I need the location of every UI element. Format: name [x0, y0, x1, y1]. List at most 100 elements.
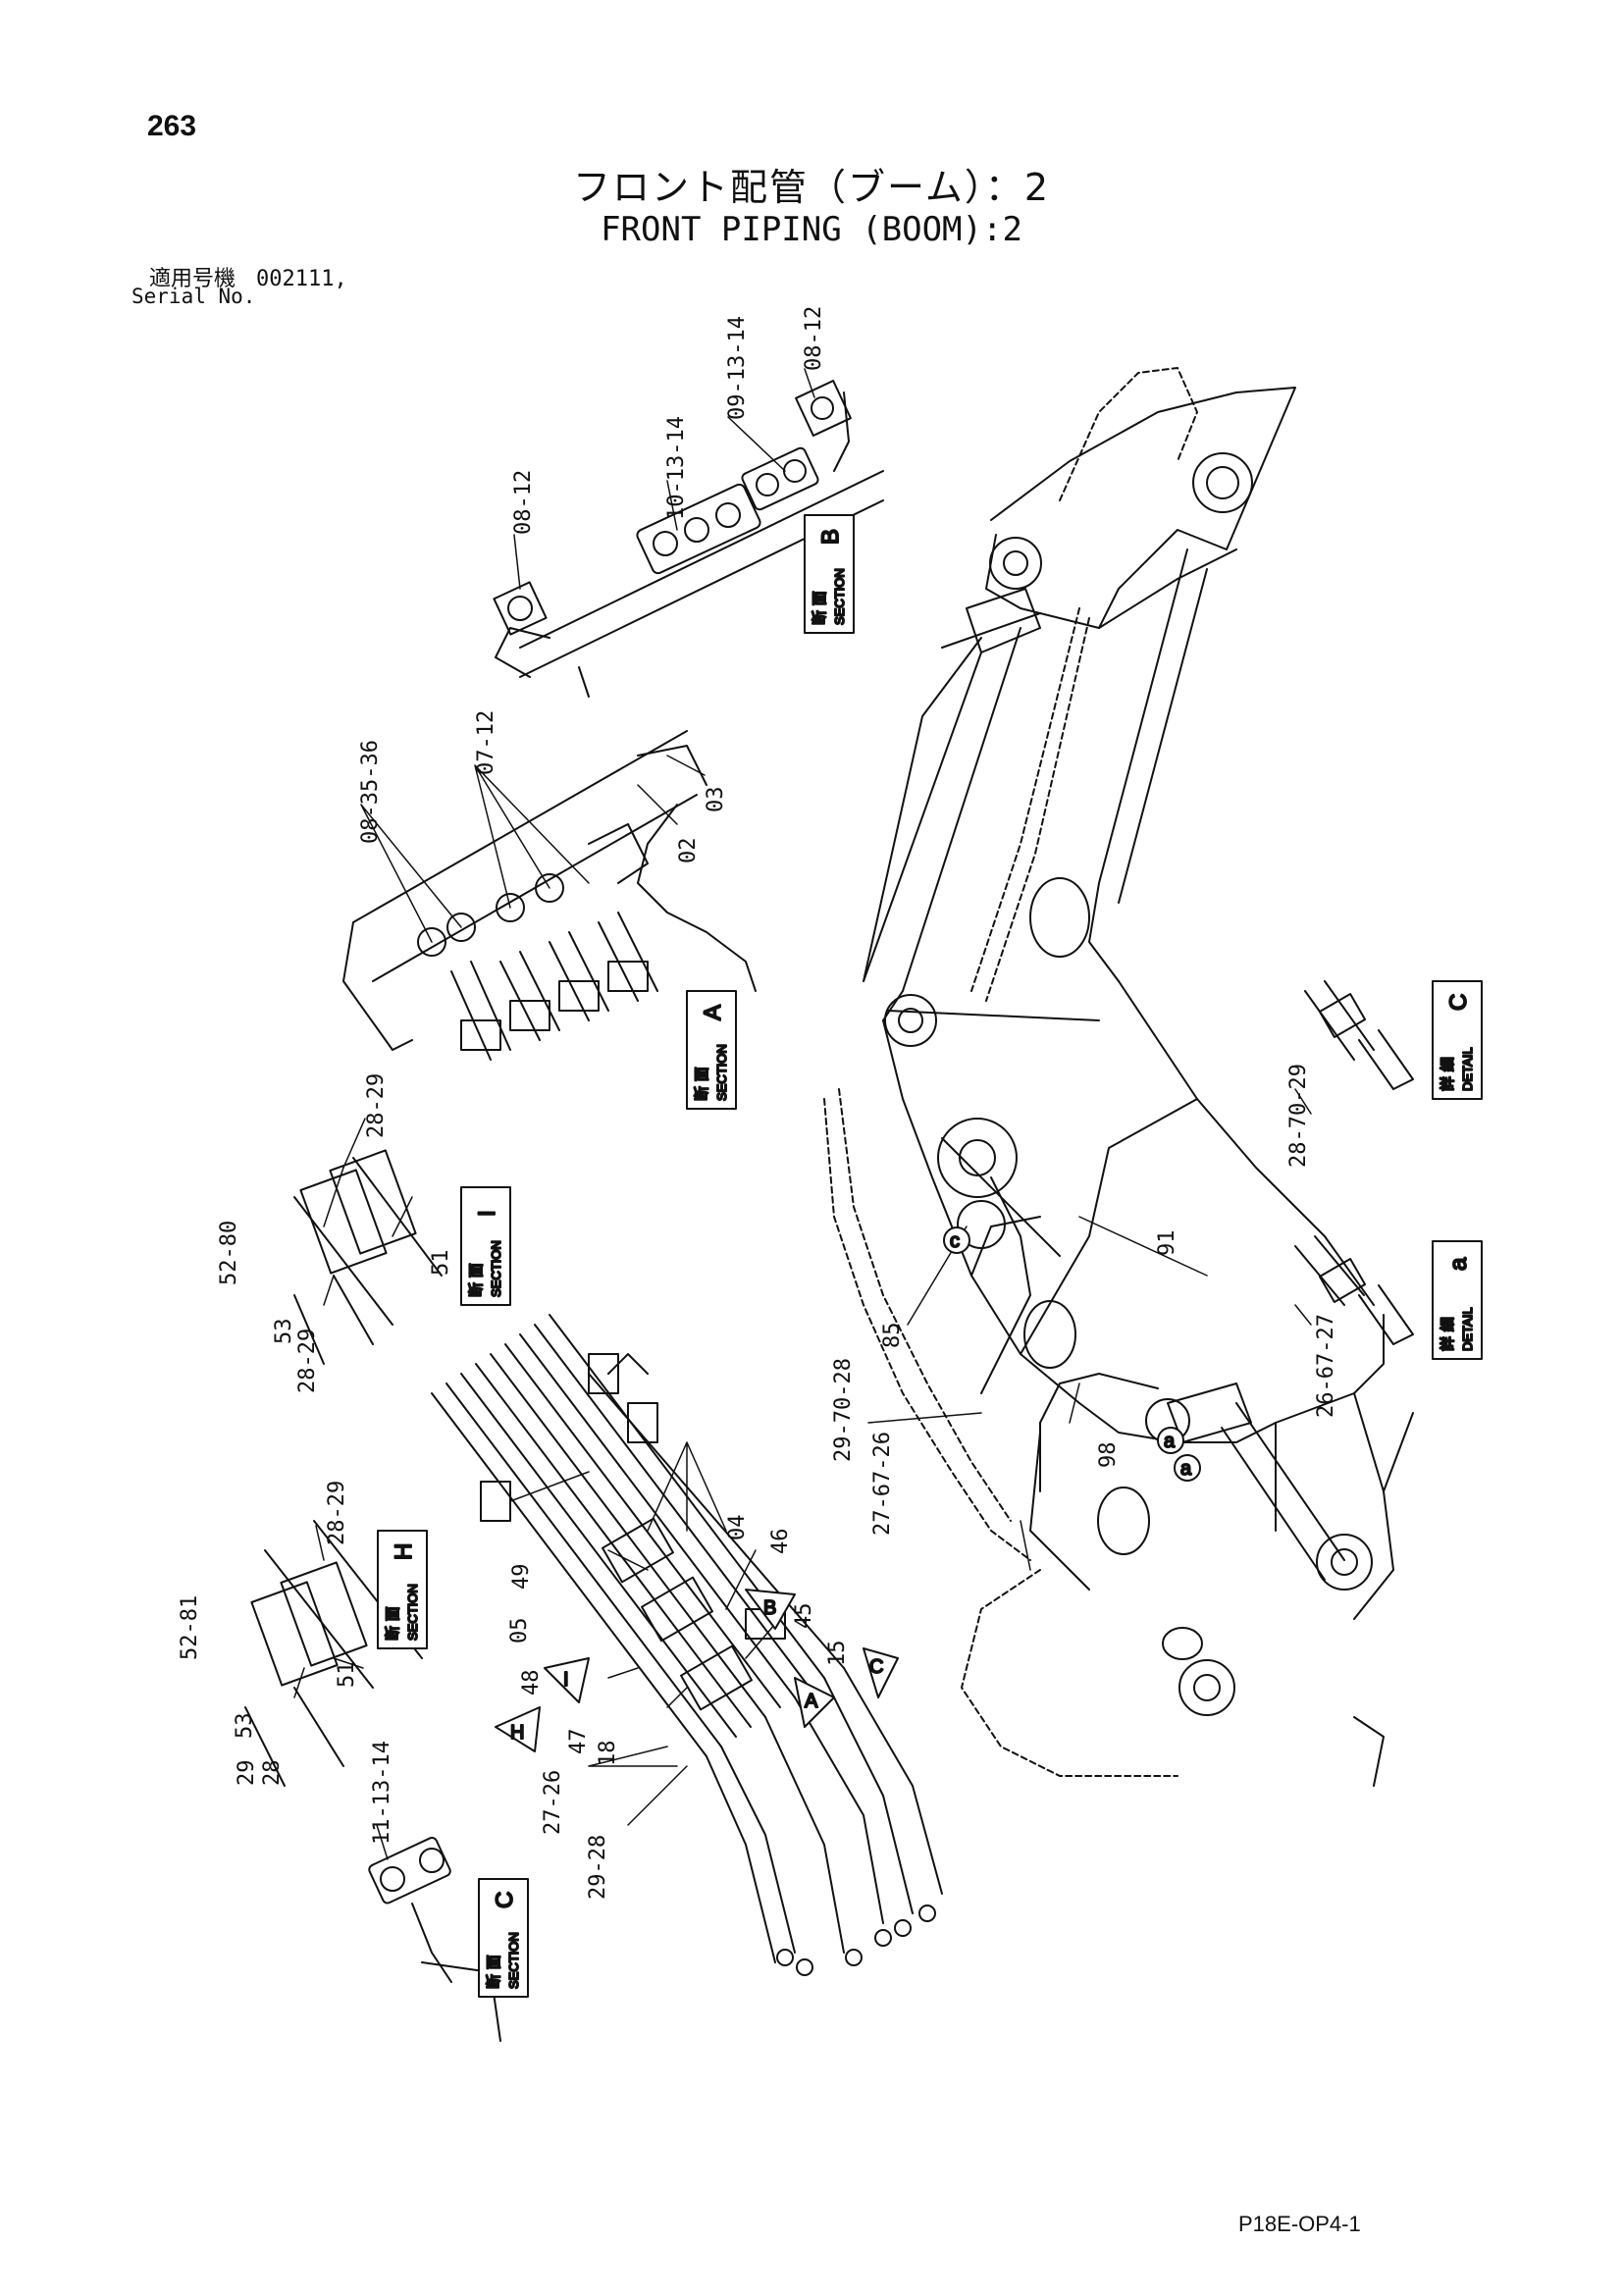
- detail-box-a: 詳 細 DETAIL a: [1432, 1240, 1483, 1360]
- section-a-fittings: [417, 873, 658, 1061]
- callout-51-h: 51: [335, 1662, 359, 1689]
- boom-assembly: [823, 367, 1414, 1787]
- detail-box-a-letter: a: [1445, 1257, 1472, 1271]
- serial-label-jp-text: 適用号機: [149, 267, 236, 291]
- view-marker-b-letter: B: [763, 1597, 776, 1619]
- callout-08-35-36: 08-35-36: [358, 740, 383, 844]
- detail-box-c: 詳 細 DETAIL C: [1432, 980, 1483, 1100]
- callout-26-67-27: 26-67-27: [1314, 1314, 1338, 1418]
- callout-28-70-29: 28-70-29: [1286, 1064, 1311, 1168]
- detail-marker-a-top: a: [1157, 1427, 1184, 1454]
- callout-51-i: 51: [429, 1250, 453, 1277]
- detail-marker-a-bottom-letter: a: [1180, 1458, 1192, 1480]
- page-title-english: FRONT PIPING (BOOM):2: [601, 210, 1022, 249]
- detail-marker-a-bottom: a: [1174, 1454, 1201, 1482]
- callout-08-12-b-left: 08-12: [511, 470, 536, 535]
- callout-04: 04: [725, 1515, 750, 1541]
- callout-28-h: 28: [260, 1760, 285, 1787]
- section-box-b-jp: 断 面: [811, 591, 828, 625]
- callout-10-13-14: 10-13-14: [664, 416, 689, 520]
- callout-28-29-h-top: 28-29: [325, 1481, 349, 1545]
- view-marker-b: B: [745, 1589, 796, 1630]
- section-a-clamp-view: [342, 730, 757, 1061]
- view-marker-c: C: [863, 1647, 899, 1698]
- serial-label-japanese: 適用号機 002111,: [149, 261, 347, 292]
- callout-45: 45: [792, 1603, 816, 1630]
- part-callouts: 08-12 10-13-14 09-13-14 08-12 08-35-36 0…: [178, 306, 1338, 1900]
- callout-15: 15: [825, 1641, 850, 1667]
- detail-box-a-en: DETAIL: [1460, 1307, 1475, 1351]
- callout-18: 18: [596, 1741, 620, 1767]
- detail-a-fitting: [1294, 1235, 1414, 1345]
- detail-marker-c-letter: c: [950, 1230, 960, 1252]
- section-box-i-jp: 断 面: [467, 1263, 485, 1297]
- callout-27-26: 27-26: [541, 1770, 565, 1835]
- callout-28-29-i-top: 28-29: [364, 1073, 389, 1138]
- section-box-i-en: SECTION: [489, 1240, 503, 1297]
- view-marker-i-letter: I: [563, 1669, 569, 1691]
- section-box-h: 断 面 SECTION H: [377, 1530, 428, 1649]
- section-b-clamp-view: [493, 380, 884, 698]
- hose-bundle-view: [431, 1314, 943, 1976]
- view-marker-a-letter: A: [805, 1691, 818, 1712]
- callout-29-70-28: 29-70-28: [831, 1358, 856, 1462]
- callout-53-h: 53: [233, 1713, 257, 1740]
- callout-52-81: 52-81: [178, 1595, 202, 1660]
- view-marker-h-letter: H: [510, 1722, 524, 1744]
- section-box-h-en: SECTION: [405, 1584, 420, 1641]
- detail-box-a-jp: 詳 細: [1439, 1317, 1456, 1351]
- callout-98: 98: [1096, 1442, 1121, 1469]
- callout-48: 48: [519, 1670, 544, 1696]
- callout-47: 47: [566, 1729, 591, 1755]
- callout-53-i: 53: [272, 1319, 296, 1345]
- view-marker-c-letter: C: [869, 1656, 883, 1678]
- callout-91: 91: [1155, 1230, 1179, 1257]
- section-box-c-letter: C: [492, 1892, 518, 1908]
- section-box-c: 断 面 SECTION C: [478, 1878, 529, 1998]
- section-box-a-letter: A: [700, 1005, 726, 1020]
- view-marker-h: H: [495, 1706, 541, 1752]
- section-box-a: 断 面 SECTION A: [686, 990, 737, 1110]
- callout-07-12: 07-12: [474, 710, 498, 775]
- detail-box-c-en: DETAIL: [1460, 1047, 1475, 1091]
- callout-29-h: 29: [235, 1760, 259, 1787]
- callout-52-80: 52-80: [217, 1221, 241, 1285]
- leader-lines: [293, 368, 1312, 1860]
- detail-box-c-letter: C: [1445, 994, 1472, 1011]
- section-i-block-view: [293, 1149, 443, 1365]
- callout-85: 85: [880, 1323, 905, 1349]
- section-box-c-en: SECTION: [506, 1932, 521, 1989]
- view-marker-i: I: [544, 1657, 590, 1703]
- callout-09-13-14: 09-13-14: [725, 316, 750, 420]
- page-number: 263: [147, 110, 197, 142]
- view-marker-a: A: [794, 1677, 835, 1728]
- callout-05: 05: [507, 1618, 532, 1644]
- section-box-c-jp: 断 面: [485, 1955, 502, 1989]
- section-box-h-jp: 断 面: [384, 1606, 401, 1641]
- section-box-a-en: SECTION: [714, 1044, 729, 1101]
- callout-46: 46: [768, 1529, 793, 1555]
- section-box-i: 断 面 SECTION I: [460, 1186, 511, 1306]
- page-title-japanese: フロント配管（ブーム）：2: [572, 166, 1051, 209]
- callout-49: 49: [509, 1564, 534, 1591]
- drawing-reference-code: P18E-OP4-1: [1238, 2212, 1361, 2236]
- section-box-b: 断 面 SECTION B: [804, 514, 855, 634]
- detail-marker-c: c: [943, 1226, 970, 1254]
- callout-27-67-26: 27-67-26: [870, 1432, 895, 1536]
- detail-marker-a-top-letter: a: [1164, 1431, 1176, 1452]
- callout-08-12-b-right: 08-12: [802, 306, 826, 371]
- section-box-a-jp: 断 面: [693, 1067, 710, 1101]
- callout-11-13-14: 11-13-14: [370, 1741, 394, 1845]
- detail-c-fitting: [1304, 980, 1414, 1090]
- callout-03: 03: [704, 787, 728, 813]
- section-box-b-letter: B: [817, 529, 844, 545]
- callout-29-28: 29-28: [586, 1835, 610, 1900]
- section-box-i-letter: I: [474, 1210, 500, 1217]
- detail-box-c-jp: 詳 細: [1439, 1057, 1456, 1091]
- section-box-b-en: SECTION: [832, 568, 847, 625]
- callout-28-29-i-bottom: 28-29: [295, 1329, 320, 1393]
- serial-label-english: Serial No.: [131, 285, 256, 308]
- serial-value: 002111,: [256, 267, 347, 291]
- callout-02: 02: [676, 838, 701, 864]
